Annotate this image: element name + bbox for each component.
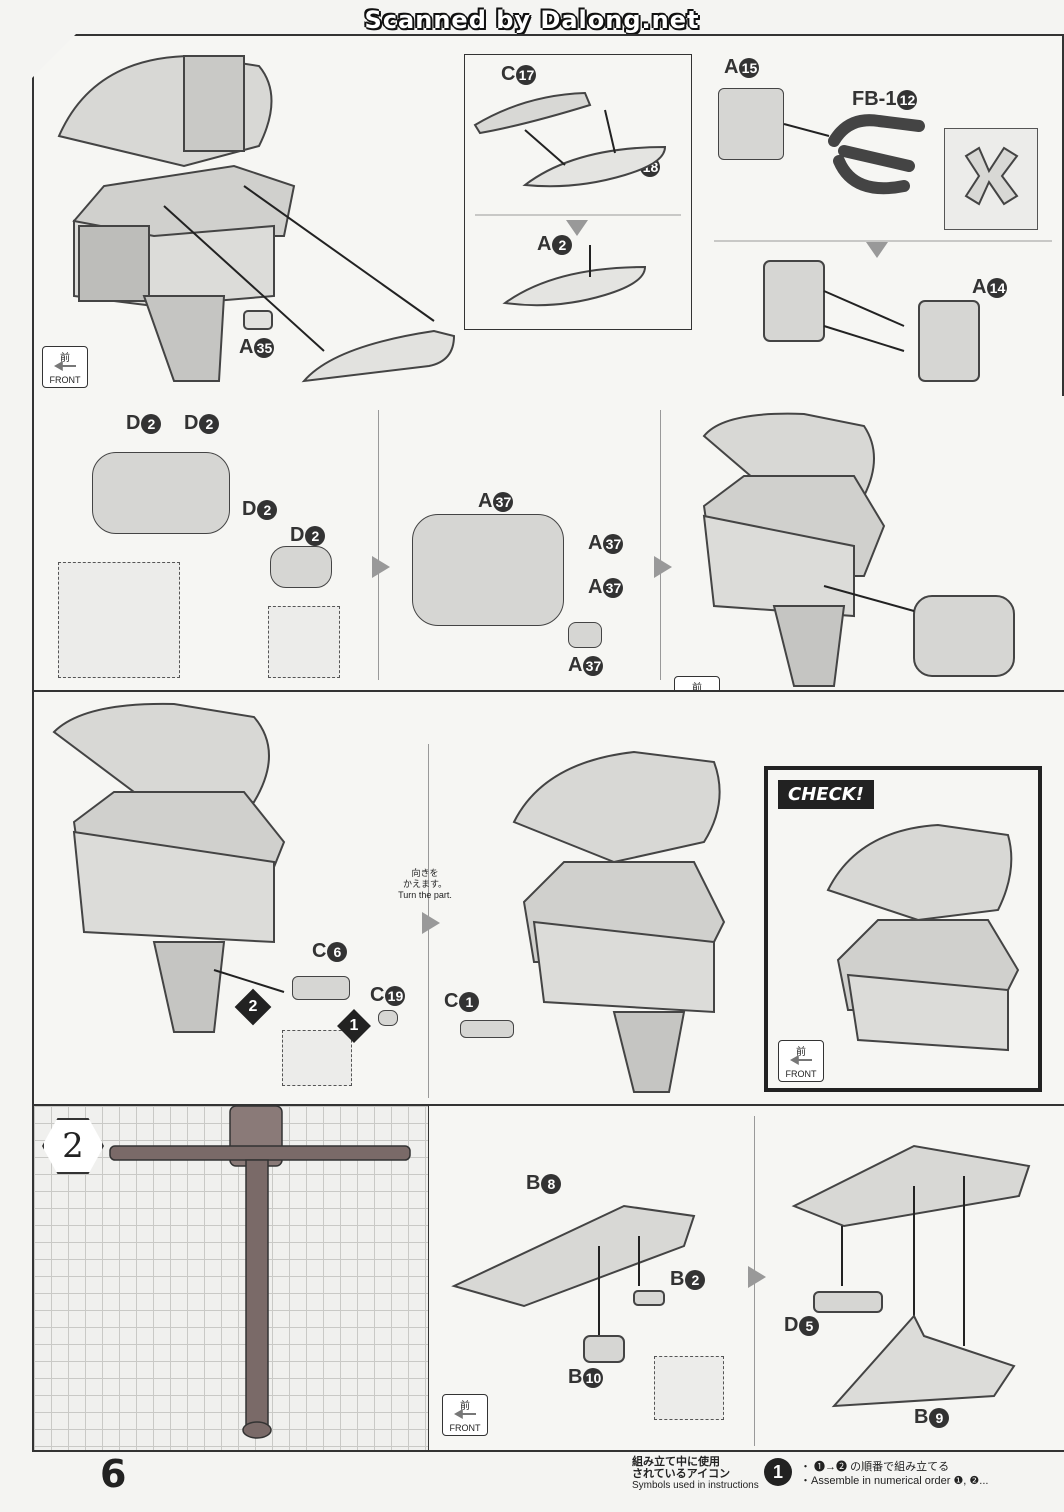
fb1-drawing bbox=[714, 114, 1052, 382]
arrow-right-1 bbox=[372, 556, 390, 578]
step-number-badge: 2 bbox=[42, 1118, 104, 1174]
legend-icon: 1 bbox=[764, 1458, 792, 1486]
part-c6 bbox=[292, 976, 350, 1000]
arrow-right-4 bbox=[748, 1266, 766, 1288]
part-d2-cluster bbox=[92, 452, 230, 534]
c17-c18-drawing bbox=[473, 91, 681, 307]
wing-b8-drawing bbox=[451, 1204, 696, 1363]
arrow-down-1 bbox=[566, 220, 588, 236]
pod-drawing-2 bbox=[702, 412, 1015, 687]
turn-part-note: 向きをかえます。Turn the part. bbox=[398, 868, 452, 900]
check-pod-drawing bbox=[826, 823, 1020, 1052]
order-marker-2: 2 bbox=[234, 988, 272, 1026]
part-a15 bbox=[718, 88, 784, 160]
check-title: CHECK! bbox=[778, 780, 874, 809]
arrow-right-2 bbox=[654, 556, 672, 578]
inset-b2 bbox=[654, 1356, 724, 1420]
wing-b9-drawing bbox=[791, 1144, 1031, 1408]
subpanel-c17-c18: C17 C18 A2 bbox=[464, 54, 692, 330]
arrow-down-2 bbox=[866, 242, 888, 258]
pod-drawing-4 bbox=[512, 750, 726, 1093]
arrow-right-3 bbox=[422, 912, 440, 934]
part-d2-single bbox=[270, 546, 332, 588]
part-a37-cluster bbox=[412, 514, 564, 626]
wing-silhouette bbox=[109, 1105, 411, 1439]
legend-text: ・ ❶→❷ の順番で組み立てる ・Assemble in numerical o… bbox=[800, 1461, 989, 1487]
pod-drawing bbox=[57, 54, 456, 383]
scan-credit: Scanned by Dalong.net bbox=[364, 6, 700, 34]
page-number: 6 bbox=[100, 1452, 127, 1496]
pod-drawing-3 bbox=[52, 702, 286, 1033]
order-marker-1: 1 bbox=[337, 1009, 371, 1043]
inset-d2-holes bbox=[58, 562, 180, 678]
part-a37-single bbox=[568, 622, 602, 648]
part-c19 bbox=[378, 1010, 398, 1026]
part-c1 bbox=[460, 1020, 514, 1038]
inset-d2-peg bbox=[268, 606, 340, 678]
inset-c19 bbox=[282, 1030, 352, 1086]
legend-label: 組み立て中に使用 されているアイコン Symbols used in instr… bbox=[632, 1456, 759, 1491]
